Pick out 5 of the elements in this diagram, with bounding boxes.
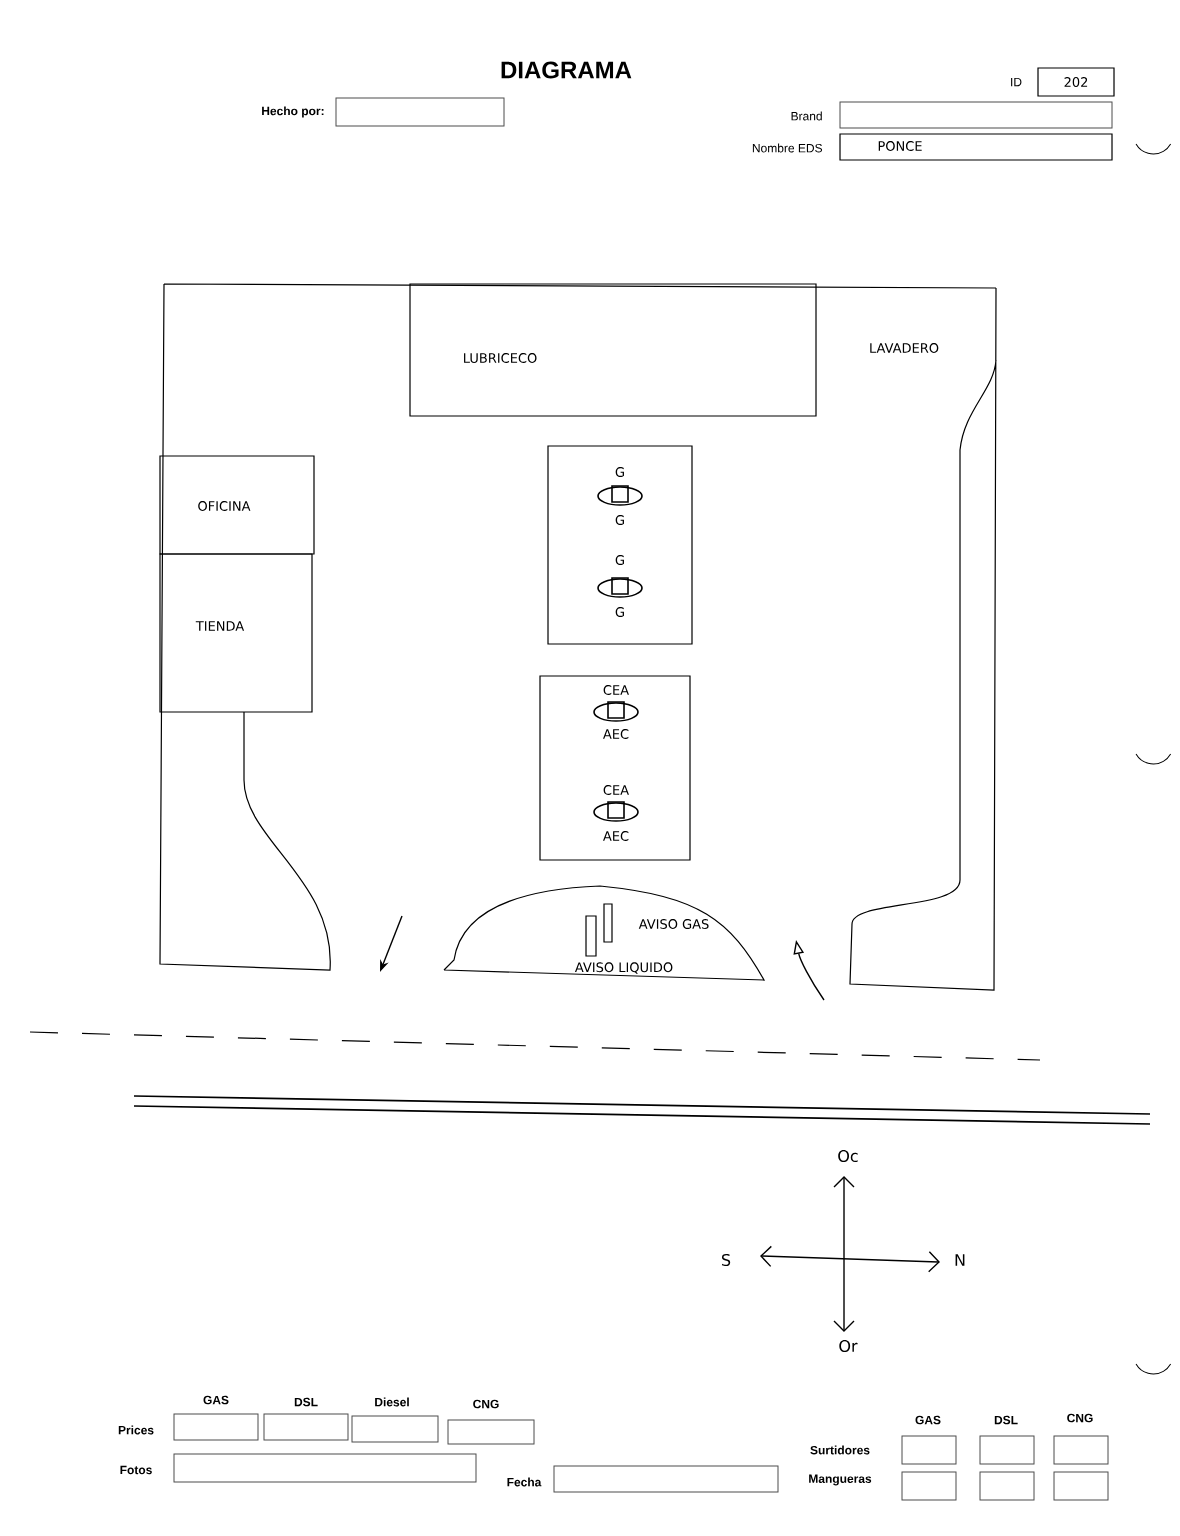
compass-label: Oc <box>838 1149 858 1163</box>
title: DIAGRAMA <box>501 61 632 79</box>
compass-label: S <box>722 1253 731 1267</box>
compass-label: Or <box>839 1339 858 1353</box>
compass-label: N <box>955 1254 965 1266</box>
